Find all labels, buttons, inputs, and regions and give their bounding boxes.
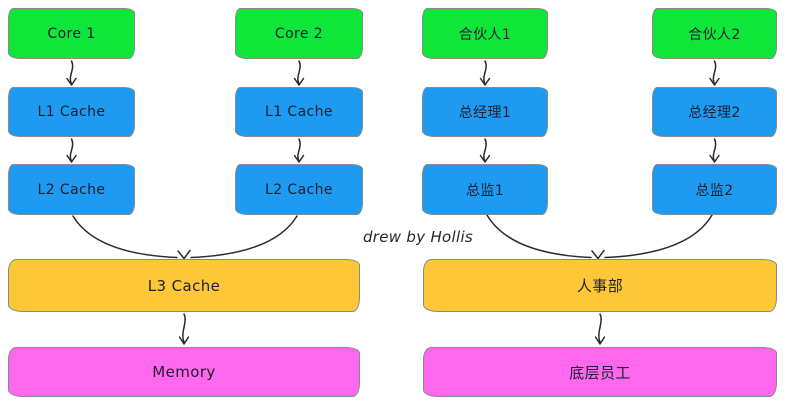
node-l2-cache-1: L2 Cache — [8, 164, 135, 215]
node-partner-1: 合伙人1 — [422, 8, 548, 59]
arrow-partner1-to-gm1 — [479, 60, 491, 86]
arrow-core2-to-l1 — [293, 60, 305, 86]
node-core-2: Core 2 — [235, 8, 363, 59]
node-l1-cache-1: L1 Cache — [8, 87, 135, 137]
arrow-core1-to-l1 — [66, 60, 77, 86]
node-bottom-employees: 底层员工 — [423, 347, 777, 397]
node-l2-cache-2: L2 Cache — [235, 164, 363, 215]
node-general-manager-2: 总经理2 — [652, 87, 777, 137]
node-hr-department: 人事部 — [423, 259, 777, 312]
arrow-l2s-to-l3 — [72, 215, 298, 260]
arrow-directors-to-hr — [486, 214, 713, 260]
arrow-hr-to-employees — [594, 313, 606, 345]
arrow-gm2-to-director2 — [709, 138, 720, 163]
node-memory: Memory — [8, 347, 360, 397]
node-director-1: 总监1 — [422, 164, 548, 215]
node-l1-cache-2: L1 Cache — [235, 87, 363, 137]
credit-text: drew by Hollis — [362, 228, 474, 246]
arrow-partner2-to-gm2 — [709, 60, 720, 86]
node-l3-cache: L3 Cache — [8, 259, 360, 312]
arrow-l1-to-l2-col2 — [293, 138, 305, 163]
arrow-gm1-to-director1 — [479, 138, 491, 163]
node-partner-2: 合伙人2 — [652, 8, 777, 59]
arrow-l1-to-l2-col1 — [66, 138, 77, 163]
node-director-2: 总监2 — [652, 164, 777, 215]
node-core-1: Core 1 — [8, 8, 135, 59]
node-general-manager-1: 总经理1 — [422, 87, 548, 137]
arrow-l3-to-memory — [178, 313, 190, 345]
